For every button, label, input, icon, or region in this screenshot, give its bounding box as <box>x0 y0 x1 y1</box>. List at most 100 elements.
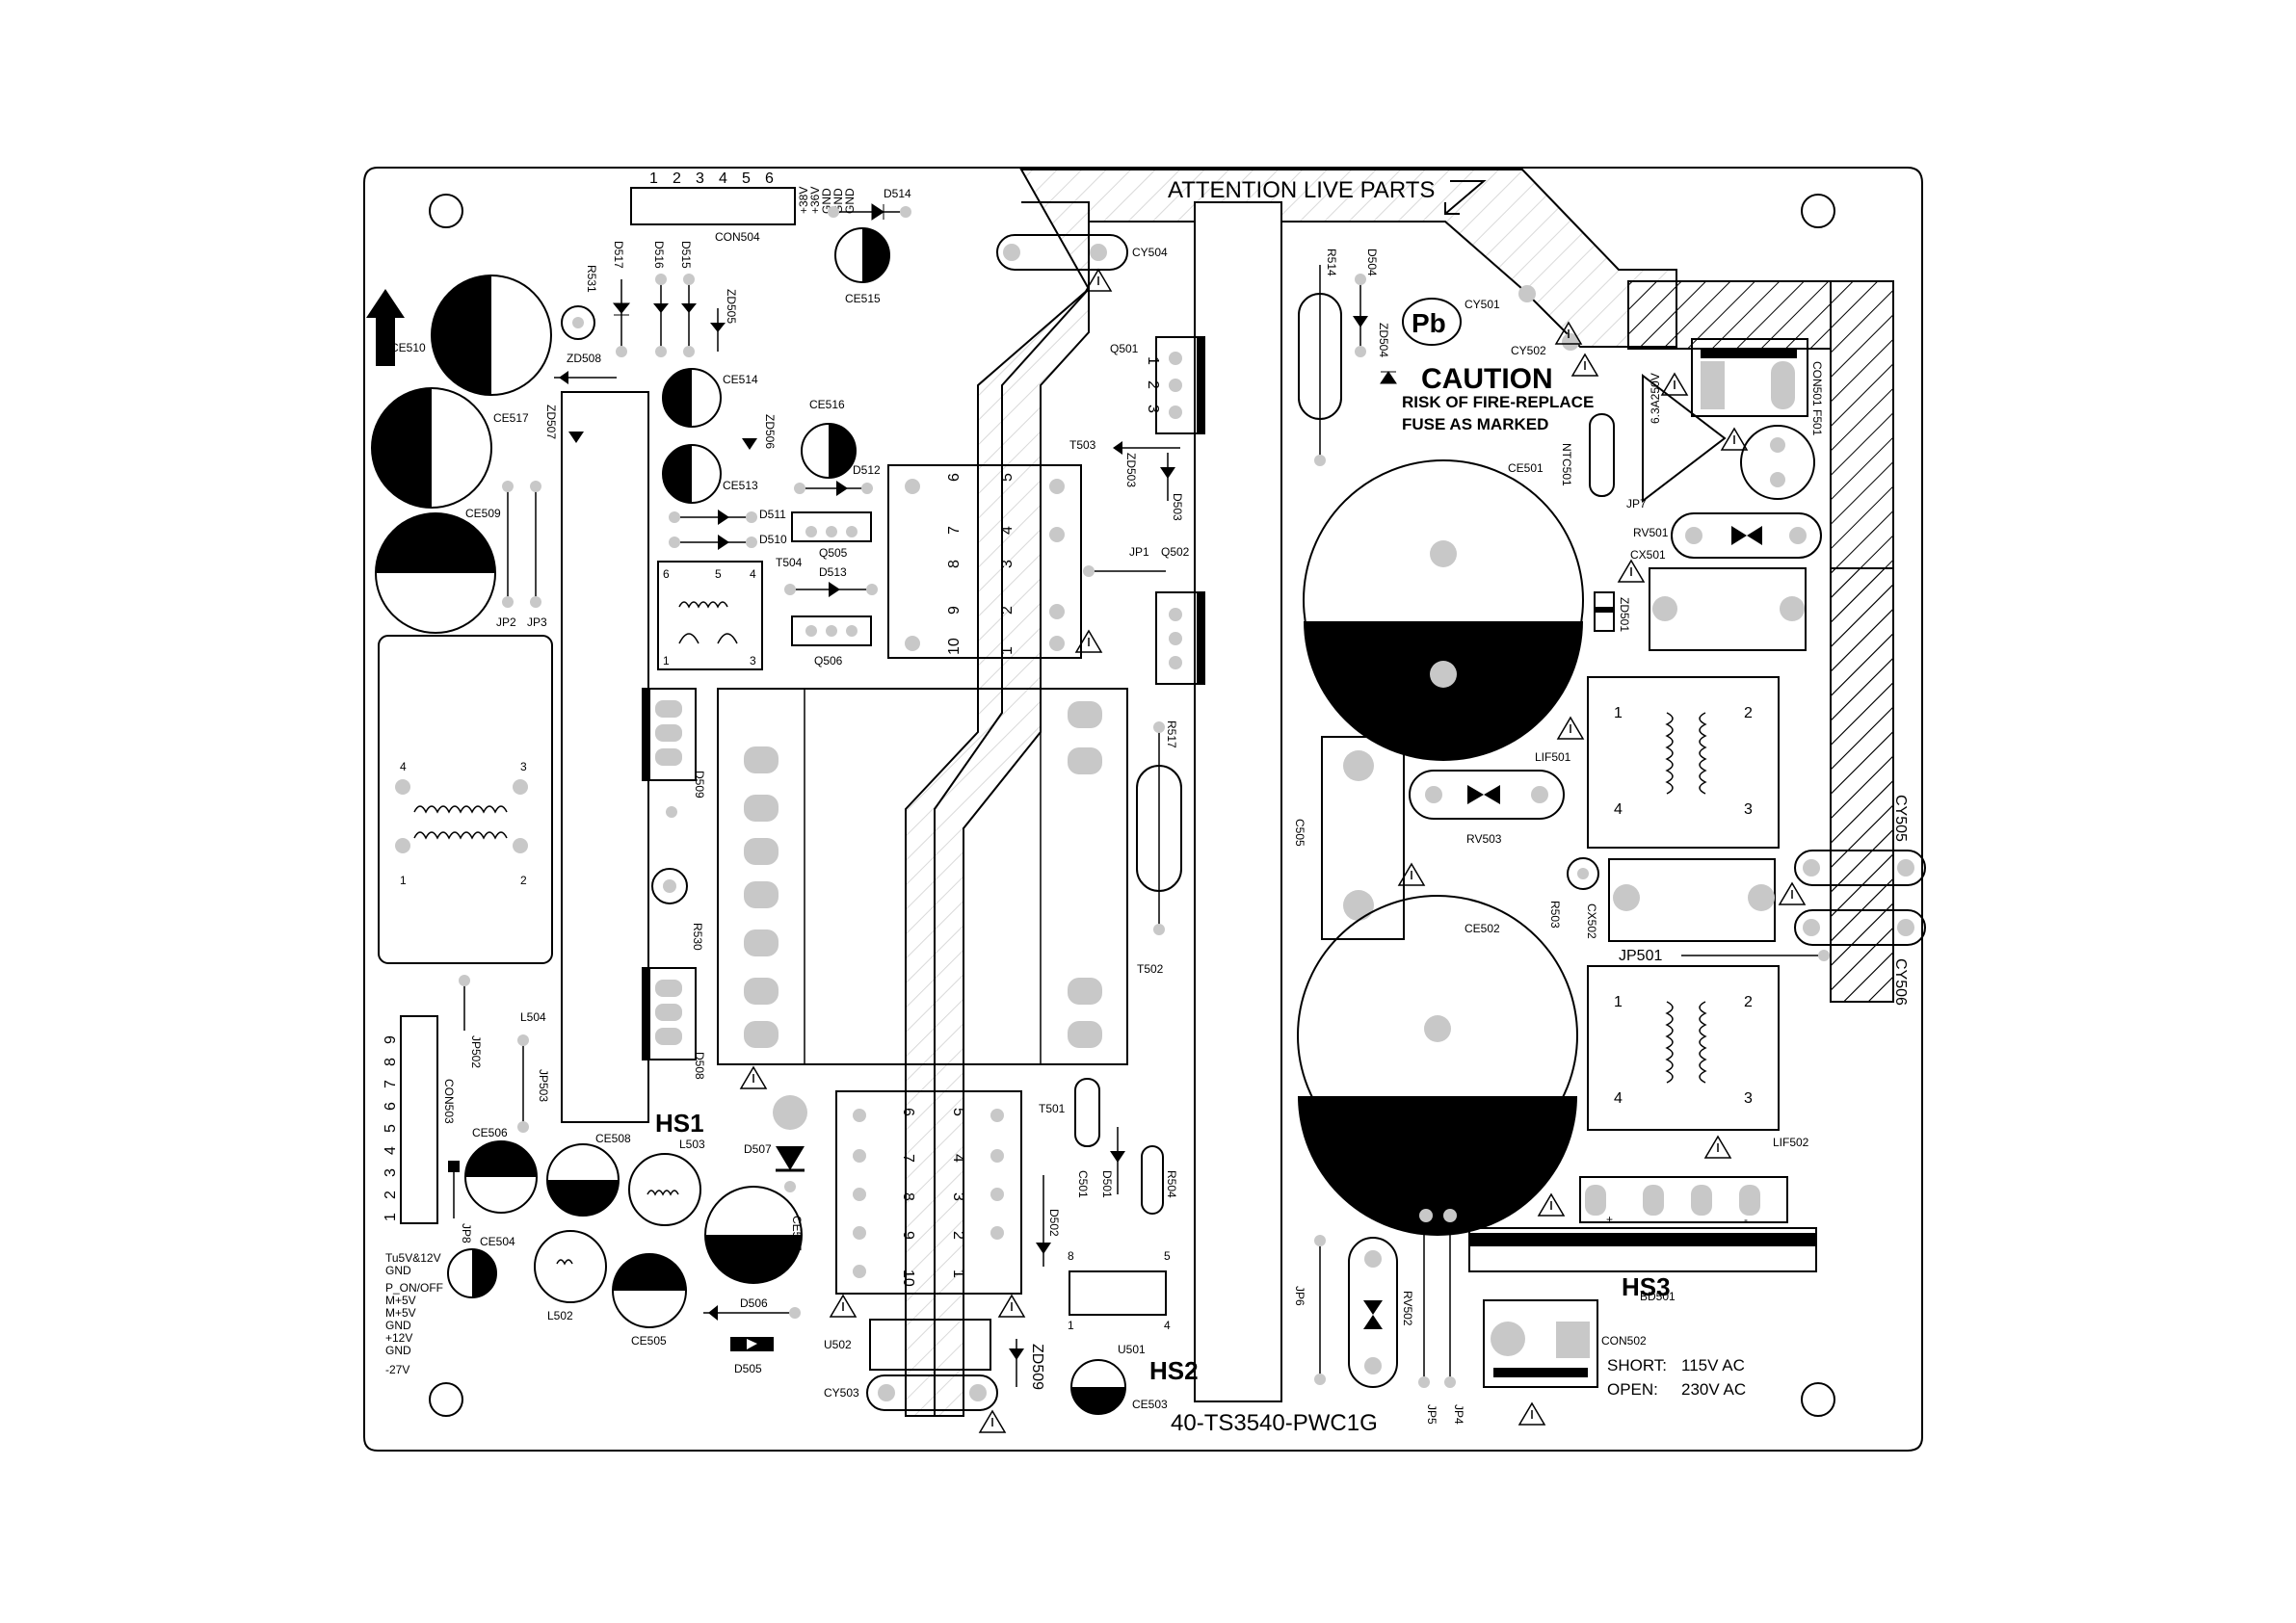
t504-pin: 6 <box>663 567 670 581</box>
l504-inductor: 4 3 1 2 L504 <box>378 635 553 1024</box>
l504-pin: 4 <box>400 760 407 773</box>
con502-connector: CON502 <box>1483 1299 1647 1388</box>
t504-pin: 1 <box>663 654 670 668</box>
ntc501-thermistor: NTC501 <box>1560 413 1615 497</box>
zd509-zener: ZD509 <box>1009 1339 1045 1390</box>
jp1-label: JP1 <box>1129 545 1149 559</box>
t502-pin: 2 <box>999 606 1016 615</box>
lif-pin: 2 <box>1744 994 1753 1010</box>
d512-diode: D512 <box>794 463 881 496</box>
r530-label: R530 <box>691 923 704 951</box>
short-label: SHORT: <box>1607 1356 1667 1374</box>
r514-label: R514 <box>1325 249 1338 276</box>
t501-pin: 10 <box>900 1270 916 1287</box>
mounting-hole <box>1801 194 1835 228</box>
warning-icon <box>1074 629 1103 653</box>
jp501-jumper: JP501 <box>1619 948 1830 964</box>
c505-label: C505 <box>1293 819 1306 847</box>
con503-label: CON503 <box>442 1079 456 1124</box>
warning-icon <box>1554 321 1583 345</box>
d514-label: D514 <box>884 187 911 200</box>
open-value: 230V AC <box>1681 1380 1746 1399</box>
ce508-capacitor: CE508 <box>546 1132 631 1217</box>
l504-label: L504 <box>520 1010 546 1024</box>
q501-label: Q501 <box>1110 342 1139 355</box>
d514-diode: D514 <box>828 187 911 221</box>
live-parts-hatch-mid <box>1627 280 1832 350</box>
d504-diode: D504 <box>1353 249 1379 357</box>
d515-label: D515 <box>679 241 693 269</box>
con503-pin: 1 <box>383 1213 399 1221</box>
ce516-label: CE516 <box>809 398 845 411</box>
warning-icon <box>978 1409 1007 1433</box>
t502-pin: 4 <box>999 526 1016 535</box>
u501-ic: 8 5 1 4 U501 <box>1068 1249 1171 1356</box>
cy504-label: CY504 <box>1132 246 1168 259</box>
con504-pin: 1 <box>649 170 658 187</box>
q505-label: Q505 <box>819 546 848 560</box>
d502-label: D502 <box>1047 1209 1061 1237</box>
ce501-label: CE501 <box>1508 461 1544 475</box>
cy504-capacitor: CY504 <box>996 234 1168 271</box>
warning-icon <box>1517 1401 1546 1426</box>
rv503-label: RV503 <box>1466 832 1502 846</box>
zd508-zener: ZD508 <box>554 352 617 384</box>
u501-pin: 4 <box>1164 1319 1171 1332</box>
jp2-jumper: JP2 <box>496 481 516 629</box>
jp3-jumper: JP3 <box>527 481 547 629</box>
warning-icon <box>1720 427 1749 451</box>
jp6-label: JP6 <box>1293 1286 1306 1306</box>
lif501-label: LIF501 <box>1535 750 1571 764</box>
zd507-label: ZD507 <box>544 405 558 439</box>
ce507-label: CE507 <box>790 1216 804 1251</box>
d510-label: D510 <box>759 533 787 546</box>
jp6-jumper: JP6 <box>1293 1235 1326 1385</box>
rv502-varistor: RV502 <box>1348 1237 1414 1388</box>
d505-label: D505 <box>734 1362 762 1375</box>
jp4-label: JP4 <box>1452 1404 1465 1425</box>
con504-signal: GND <box>843 188 857 214</box>
pb-mark: Pb <box>1412 308 1446 338</box>
con504-pin: 6 <box>765 170 774 187</box>
attention-banner: ATTENTION LIVE PARTS <box>1168 177 1435 203</box>
u501-pin: 5 <box>1164 1249 1171 1263</box>
d507-diode: D507 <box>744 1095 807 1192</box>
open-label: OPEN: <box>1607 1380 1658 1399</box>
cy505-capacitor: CY505 <box>1794 795 1926 886</box>
d506-label: D506 <box>740 1296 768 1310</box>
t501-pin: 2 <box>950 1231 966 1240</box>
con503-pin: 5 <box>383 1124 399 1133</box>
t503-label: T503 <box>1069 438 1096 452</box>
t502-label: T502 <box>1137 962 1164 976</box>
t502-pin: 7 <box>946 526 963 535</box>
zd509-label: ZD509 <box>1029 1344 1045 1390</box>
zd507-symbol <box>568 432 584 443</box>
q506-label: Q506 <box>814 654 843 668</box>
d505-diode: D505 <box>730 1337 774 1375</box>
d510-diode: D510 <box>669 533 787 550</box>
u501-pin: 1 <box>1068 1319 1074 1332</box>
rv502-label: RV502 <box>1401 1291 1414 1326</box>
warning-icon <box>1084 268 1113 292</box>
ce502-label: CE502 <box>1465 922 1500 935</box>
t504-pin: 5 <box>715 567 722 581</box>
t502-pin: 9 <box>946 606 963 615</box>
r504-resistor: R504 <box>1141 1145 1178 1215</box>
d504-label: D504 <box>1365 249 1379 276</box>
ce507-capacitor: CE507 <box>704 1186 804 1284</box>
ce509-capacitor: CE509 <box>375 507 501 634</box>
con503-pin: 2 <box>383 1191 399 1199</box>
t503-zener: T503 ZD503 <box>1069 438 1180 487</box>
con504-signal: +38V <box>797 187 810 214</box>
t502-pin: 5 <box>999 473 1016 482</box>
q501-pin: 1 <box>1145 356 1161 365</box>
zd501-diode: ZD501 <box>1594 591 1631 632</box>
caution-line2: FUSE AS MARKED <box>1402 415 1548 433</box>
d507-label: D507 <box>744 1142 772 1156</box>
l504-pin: 2 <box>520 874 527 887</box>
cy506-capacitor: CY506 <box>1794 909 1926 1006</box>
con504-pin: 2 <box>673 170 681 187</box>
t502-pin: 8 <box>946 560 963 568</box>
vertical-rect <box>561 391 649 1123</box>
bd-pin: + <box>1606 1213 1613 1226</box>
